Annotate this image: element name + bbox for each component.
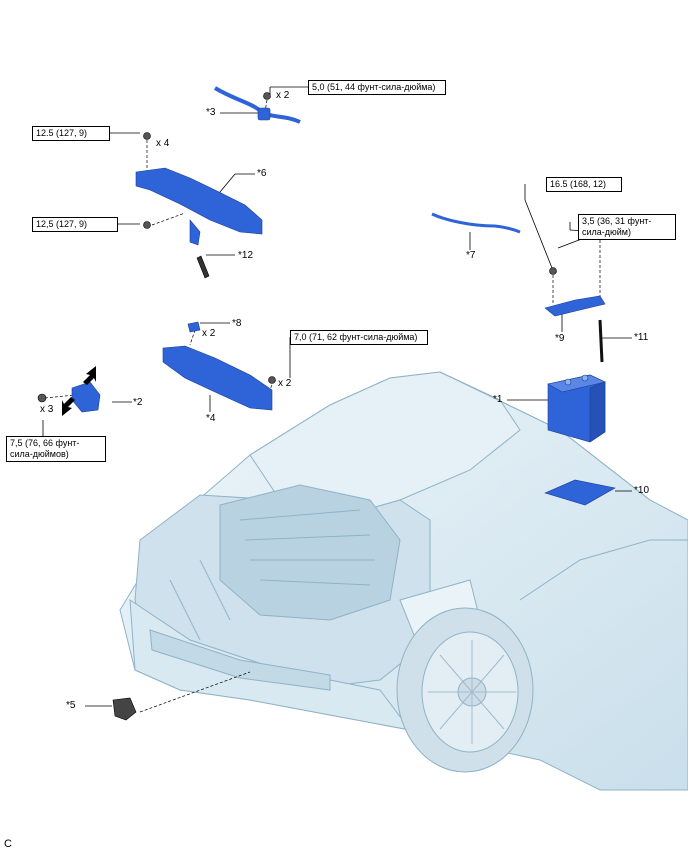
torque-box-p4: 7,0 (71, 62 фунт-сила-дюйма) [290,330,428,345]
torque-box-p6-top: 12.5 (127, 9) [32,126,110,141]
part-8-clip [187,321,201,333]
arrow-icons [62,366,96,416]
part-12-clip [196,255,210,279]
vehicle-front-illustration [119,371,688,791]
part-1-battery [547,374,606,443]
callout-part-12: *12 [238,250,254,261]
front-bumper [129,599,412,731]
part-6-hanger [189,219,201,246]
part-6-bracket [135,167,263,235]
bolt-p3 [263,92,271,100]
fender-line [519,539,688,601]
bolt-p4 [268,376,276,384]
arrow-down-icon [83,366,96,385]
bolt-p6-side [143,221,151,229]
torque-box-p9: 16.5 (168, 12) [546,177,622,192]
grille [149,629,331,691]
torque-box-p3: 5,0 (51, 44 фунт-сила-дюйма) [308,80,446,95]
part-10-tray [544,479,616,506]
qty-p2: x 3 [40,404,54,415]
part-9-bracket [544,295,606,317]
blue-parts [71,86,616,721]
engine-details [169,509,375,641]
arrow-up-icon [62,397,75,416]
callout-part-1: *1 [493,394,503,405]
callout-part-4: *4 [206,413,216,424]
qty-p6: x 4 [156,138,170,149]
qty-p4: x 2 [278,378,292,389]
part-5-horn [112,697,137,721]
bolts [37,92,604,403]
part-3-clamp [257,107,271,121]
torque-box-p2: 7,5 (76, 66 фунт-сила-дюймов) [6,436,106,462]
corner-mark: C [4,838,12,850]
callout-part-7: *7 [466,250,476,261]
bolt-p6-top [143,132,151,140]
part-2-bracket [71,381,101,413]
callout-part-10: *10 [634,485,650,496]
bolt-p9 [549,267,557,275]
qty-p8: x 2 [202,328,216,339]
torque-box-p6-side: 12,5 (127, 9) [32,217,118,232]
callout-part-9: *9 [555,333,565,344]
bolt-p2 [37,393,47,403]
callout-part-11: *11 [634,332,649,343]
qty-p3: x 2 [276,90,290,101]
part-4-bracket [162,345,273,411]
callout-part-6: *6 [257,168,267,179]
torque-box-p11: 3,5 (36, 31 фунт-сила-дюйм) [578,214,676,240]
callout-part-2: *2 [133,397,143,408]
part-7-cable [431,212,521,234]
callout-part-8: *8 [232,318,242,329]
callout-part-3: *3 [206,107,216,118]
wheel-spokes [428,640,516,744]
callout-part-5: *5 [66,700,76,711]
dashed-lines [44,99,601,713]
engine-block [219,484,401,621]
part-11-rod [598,319,604,363]
